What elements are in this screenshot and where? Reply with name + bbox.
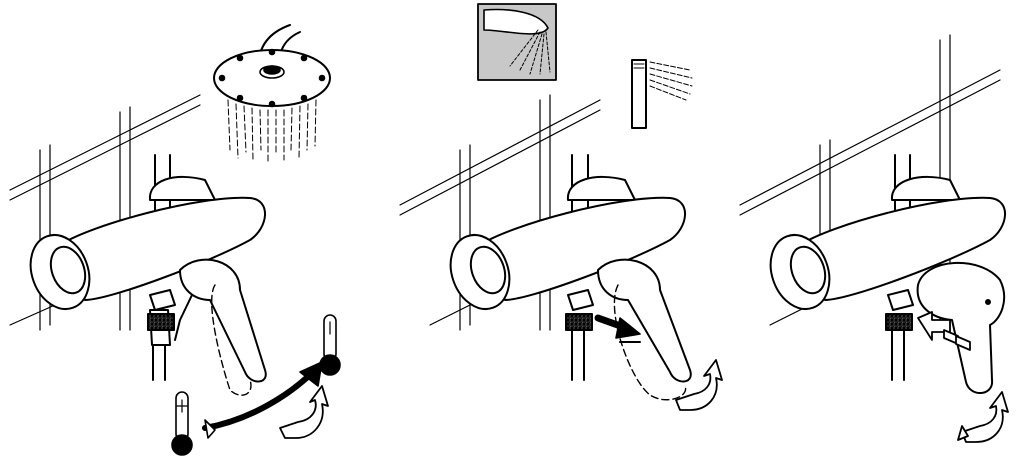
hot-thermometer-icon xyxy=(320,315,340,375)
panel-2 xyxy=(400,4,722,410)
mixer-lever xyxy=(598,260,691,400)
rotate-arrow-icon xyxy=(958,392,1008,442)
overhead-shower-icon xyxy=(214,25,330,162)
detail-inset xyxy=(478,4,556,80)
mixer-lever xyxy=(175,260,266,396)
pull-arrow-icon xyxy=(598,318,640,342)
panel-3 xyxy=(740,35,1008,442)
hand-shower-icon xyxy=(632,60,692,128)
cold-thermometer-icon xyxy=(172,392,192,455)
panel-1 xyxy=(10,25,340,455)
